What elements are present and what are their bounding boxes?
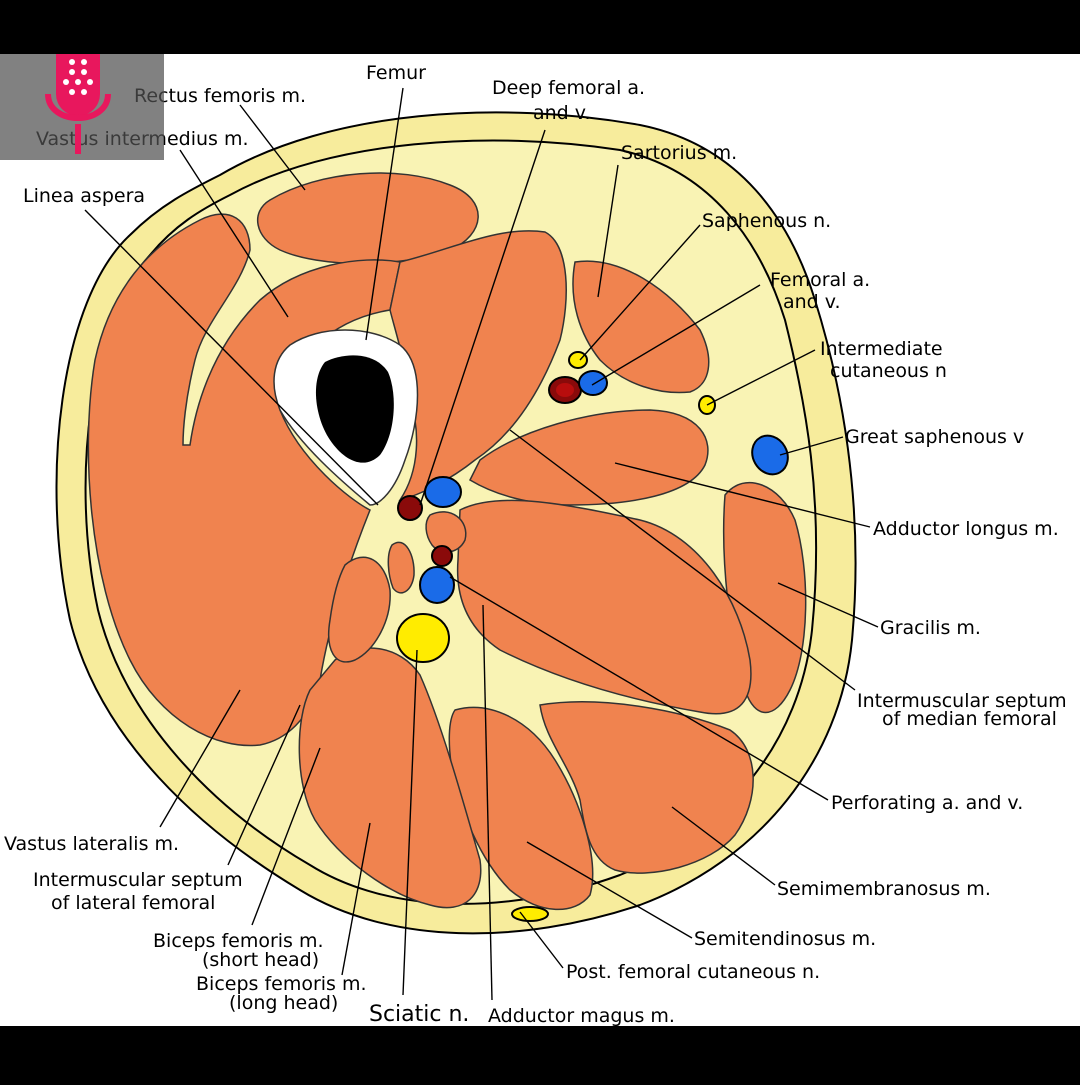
intermediate-cutaneous-leader [706,349,816,406]
vastus-lateralis-leader [159,689,241,828]
saphenous-nerve-leader [579,224,701,361]
label-deep-femoral-line1: Deep femoral a. [492,77,645,99]
femur-leader [365,87,404,341]
semimembranosus-leader [671,806,776,886]
femur-bone [315,355,394,463]
label-femur: Femur [366,62,426,84]
biceps-long-leader [341,822,371,976]
label-biceps-long-line2: (long head) [229,992,338,1014]
label-biceps-short-line1: Biceps femoris m. [153,930,324,952]
label-post-femoral-cutaneous: Post. femoral cutaneous n. [566,961,820,983]
label-femoral-av-line1: Femoral a. [770,269,870,291]
label-adductor-magnus: Adductor magus m. [488,1005,675,1027]
label-semitendinosus: Semitendinosus m. [694,928,876,950]
adductor-slip-muscle [387,541,415,594]
label-biceps-long-line1: Biceps femoris m. [196,973,367,995]
sartorius-muscle [572,260,710,394]
label-intermediate-cutaneous-line1: Intermediate [820,338,943,360]
biceps-femoris-long-head-muscle [298,647,482,909]
adductor-magnus-leader [482,604,493,1001]
vastus-intermedius-leader [179,149,289,318]
femoral-artery-lumen [556,383,574,397]
deep-femoral-leader [419,129,546,506]
label-septum-median-line1: Intermuscular septum [857,690,1067,712]
post-femoral-cut-leader [519,911,564,969]
posterior-femoral-cutaneous-nerve [511,906,549,922]
label-gracilis: Gracilis m. [880,617,981,639]
label-adductor-longus: Adductor longus m. [873,518,1059,540]
vastus-lateralis-muscle [87,213,401,747]
microphone-icon [45,34,111,154]
great-saphenous-vein [751,434,789,476]
label-rectus-femoris: Rectus femoris m. [134,85,306,107]
great-saphenous-leader [779,436,844,456]
label-deep-femoral-line2: and v. [533,102,591,124]
biceps-femoris-short-head-muscle [328,556,391,663]
semimembranosus-muscle [539,701,754,874]
label-biceps-short-line2: (short head) [202,949,319,971]
label-septum-median-line2: of median femoral [882,708,1057,730]
semitendinosus-leader [526,841,693,939]
label-perforating: Perforating a. and v. [831,792,1023,814]
perforating-leader [449,576,829,801]
label-saphenous-nerve: Saphenous n. [702,210,831,232]
femoral-av-leader [591,284,761,386]
sciatic-leader [402,649,418,996]
deep-femoral-vein [424,476,462,508]
biceps-short-leader [251,747,321,926]
septum-lateral-leader [227,704,301,866]
label-intermediate-cutaneous-line2: cutaneous n [830,360,947,382]
femoral-vein [578,370,608,396]
septum-median-leader [509,429,856,691]
adductor-magnus-muscle [456,499,752,715]
microphone-overlay-badge[interactable] [0,34,164,160]
label-femoral-av-line2: and v. [783,291,841,313]
saphenous-nerve [568,351,588,369]
rectus-femoris-leader [239,104,306,191]
label-linea-aspera: Linea aspera [23,185,145,207]
label-sciatic: Sciatic n. [369,1002,469,1027]
sciatic-nerve [396,613,450,663]
label-semimembranosus: Semimembranosus m. [777,878,991,900]
perforating-vein [419,566,455,604]
label-great-saphenous: Great saphenous v [845,426,1024,448]
perforating-artery [431,545,453,567]
sartorius-leader [597,164,619,298]
label-septum-lateral-line2: of lateral femoral [51,892,215,914]
label-septum-lateral-line1: Intermuscular septum [33,869,243,891]
label-vastus-lateralis: Vastus lateralis m. [4,833,179,855]
deep-femoral-artery [397,495,423,521]
gracilis-leader [777,582,879,628]
adductor-longus-leader [614,462,871,528]
label-sartorius: Sartorius m. [621,142,737,164]
linea-aspera-leader [84,209,379,506]
